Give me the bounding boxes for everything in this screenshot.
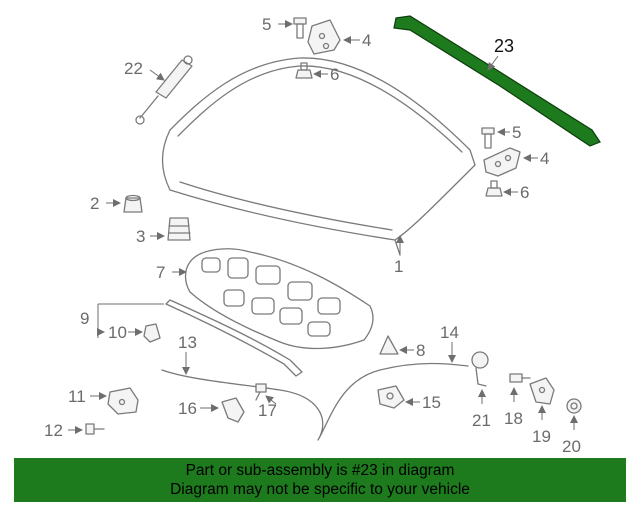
part-info-line: Part or sub-assembly is #23 in diagram	[185, 462, 455, 479]
callout-1: 1	[394, 257, 403, 276]
part-5-bolt-top	[293, 17, 307, 39]
part-23-hood-seal-highlighted[interactable]	[393, 15, 601, 147]
callout-22: 22	[124, 59, 143, 78]
part-20-grommet	[566, 398, 582, 414]
part-4-hinge-top	[307, 19, 341, 55]
part-16-release-handle	[221, 397, 245, 423]
part-12-screw	[85, 423, 105, 435]
callout-5-right: 5	[512, 123, 521, 142]
part-11-latch-bracket	[107, 387, 139, 415]
callout-16: 16	[178, 399, 197, 418]
part-17-bolt	[255, 383, 267, 401]
part-19-bolt	[509, 373, 531, 383]
callout-6-right: 6	[520, 183, 529, 202]
callout-19: 18	[504, 409, 523, 428]
callout-17: 17	[258, 401, 277, 420]
callout-10: 10	[108, 323, 127, 342]
part-6-nut-right	[485, 180, 503, 197]
part-3-hood-cushion	[167, 217, 191, 241]
callout-3: 3	[136, 227, 145, 246]
callout-18: 19	[532, 427, 551, 446]
part-9-seal-assembly	[165, 299, 303, 377]
part-8-hood-stopper	[379, 335, 399, 355]
callout-9: 9	[80, 309, 89, 328]
callout-12: 12	[44, 421, 63, 440]
part-10-retainer-clip	[143, 323, 161, 343]
callout-14: 14	[440, 323, 459, 342]
callout-20: 20	[562, 437, 581, 456]
part-13-release-cable	[161, 362, 469, 441]
part-info-banner: Part or sub-assembly is #23 in diagram D…	[14, 458, 626, 502]
disclaimer-line: Diagram may not be specific to your vehi…	[170, 481, 470, 498]
callout-11: 11	[68, 387, 86, 406]
callout-2: 2	[90, 194, 99, 213]
part-4-hinge-right	[483, 147, 521, 177]
part-15-hood-latch	[377, 385, 405, 409]
callout-7: 7	[156, 263, 165, 282]
exploded-parts-diagram: 23 1 22 5 4 6 5	[44, 15, 601, 456]
callout-23: 23	[494, 36, 514, 56]
callout-8: 8	[416, 341, 425, 360]
callout-6-top: 6	[330, 65, 339, 84]
callout-15: 15	[422, 393, 441, 412]
part-1-hood-panel	[161, 57, 476, 256]
part-22-hood-lift-support	[135, 55, 193, 125]
callout-5-top: 5	[262, 15, 271, 34]
callout-13: 13	[178, 333, 197, 352]
part-21-latch-hook	[471, 351, 489, 387]
part-18-latch-bracket	[529, 377, 555, 405]
part-7-hood-insulator	[184, 248, 374, 350]
callout-21: 21	[472, 411, 491, 430]
part-6-nut-top	[295, 62, 313, 79]
callout-4-right: 4	[540, 149, 549, 168]
part-2-hood-bumper	[123, 194, 143, 213]
part-5-bolt-right	[481, 127, 495, 149]
callout-4-top: 4	[362, 31, 371, 50]
